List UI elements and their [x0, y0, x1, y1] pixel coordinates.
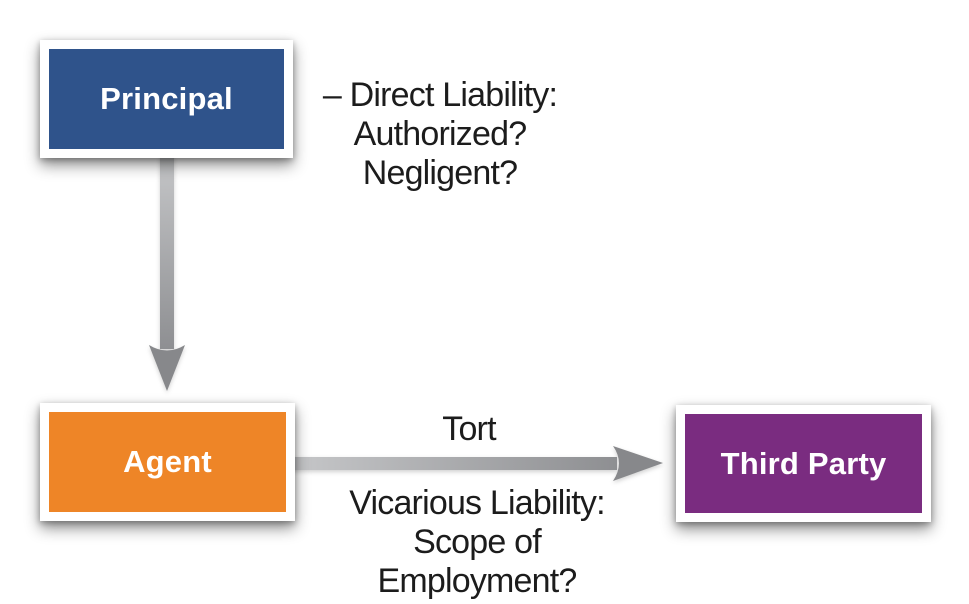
node-agent: Agent [40, 403, 295, 521]
node-principal-label: Principal [100, 81, 233, 116]
down-arrow-head [149, 345, 185, 391]
direct-liability-line-3: Negligent? [362, 154, 518, 192]
node-third-party: Third Party [676, 405, 931, 522]
vicarious-liability-line-1: Vicarious Liability: [349, 484, 605, 522]
down-arrow-shaft [160, 152, 174, 349]
vicarious-liability-line-2: Scope of [413, 523, 542, 561]
node-agent-fill: Agent [49, 412, 286, 512]
direct-liability-line-1: – Direct Liability: [322, 76, 558, 114]
node-principal-fill: Principal [49, 49, 284, 149]
node-third-party-label: Third Party [720, 445, 887, 481]
arrow-agent-to-third-party [290, 446, 663, 481]
node-third-party-fill: Third Party [685, 414, 922, 513]
direct-liability-annotation: – Direct Liability: Authorized? Negligen… [275, 76, 605, 193]
right-arrow-head [613, 446, 663, 481]
node-agent-label: Agent [123, 444, 212, 479]
right-arrow-shaft [290, 457, 617, 470]
tort-label: Tort [442, 410, 496, 448]
vicarious-liability-line-3: Employment? [377, 562, 577, 600]
vicarious-liability-annotation: Vicarious Liability: Scope of Employment… [307, 484, 647, 601]
direct-liability-line-2: Authorized? [353, 115, 527, 153]
node-principal: Principal [40, 40, 293, 158]
arrow-principal-to-agent [149, 152, 185, 391]
